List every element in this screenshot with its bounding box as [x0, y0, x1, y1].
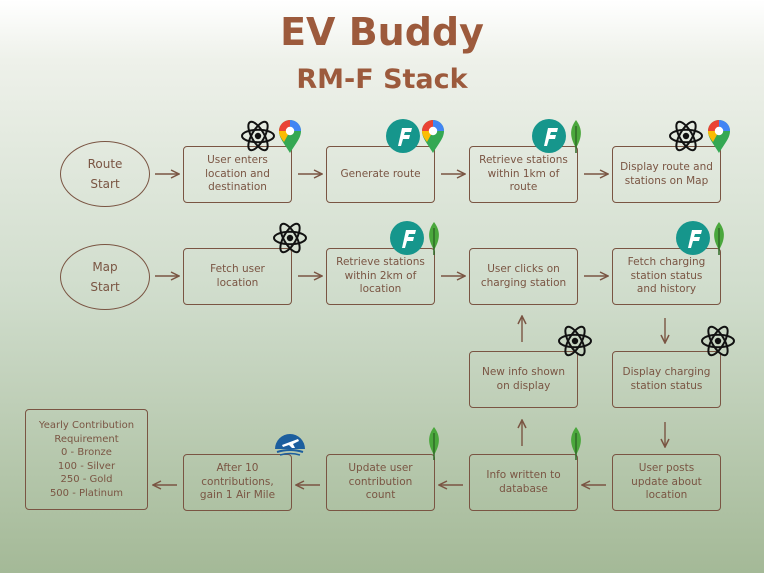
mongodb-leaf-icon — [714, 222, 724, 255]
display-route-node: Display route and stations on Map — [612, 146, 721, 203]
flask-icon — [386, 119, 420, 153]
react-icon — [273, 222, 307, 254]
display-status-node: Display charging station status — [612, 351, 721, 408]
user-posts-node: User posts update about location — [612, 454, 721, 511]
user-clicks-node: User clicks on charging station — [469, 248, 578, 305]
fetch-location-node: Fetch user location — [183, 248, 292, 305]
google-maps-icon — [279, 120, 301, 153]
react-icon — [669, 120, 703, 152]
mongodb-leaf-icon — [429, 222, 439, 255]
flask-icon — [390, 221, 424, 255]
diagram-title: EV Buddy — [280, 10, 484, 54]
route-start-node: Route Start — [60, 141, 150, 207]
air-mile-node: After 10 contributions, gain 1 Air Mile — [183, 454, 292, 511]
retrieve-1km-node: Retrieve stations within 1km of route — [469, 146, 578, 203]
fetch-status-node: Fetch charging station status and histor… — [612, 248, 721, 305]
diagram-subtitle: RM-F Stack — [296, 64, 468, 95]
google-maps-icon — [422, 120, 444, 153]
react-icon — [558, 325, 592, 357]
update-contribution-node: Update user contribution count — [326, 454, 435, 511]
air-miles-icon — [275, 434, 305, 456]
new-info-node: New info shown on display — [469, 351, 578, 408]
yearly-requirement-node: Yearly Contribution Requirement 0 - Bron… — [25, 409, 148, 510]
mongodb-leaf-icon — [571, 120, 581, 153]
flask-icon — [676, 221, 710, 255]
user-enters-node: User enters location and destination — [183, 146, 292, 203]
retrieve-2km-node: Retrieve stations within 2km of location — [326, 248, 435, 305]
map-start-node: Map Start — [60, 244, 150, 310]
info-written-node: Info written to database — [469, 454, 578, 511]
generate-route-node: Generate route — [326, 146, 435, 203]
google-maps-icon — [708, 120, 730, 153]
flask-icon — [532, 119, 566, 153]
mongodb-leaf-icon — [571, 427, 581, 460]
react-icon — [241, 120, 275, 152]
react-icon — [701, 325, 735, 357]
mongodb-leaf-icon — [429, 427, 439, 460]
